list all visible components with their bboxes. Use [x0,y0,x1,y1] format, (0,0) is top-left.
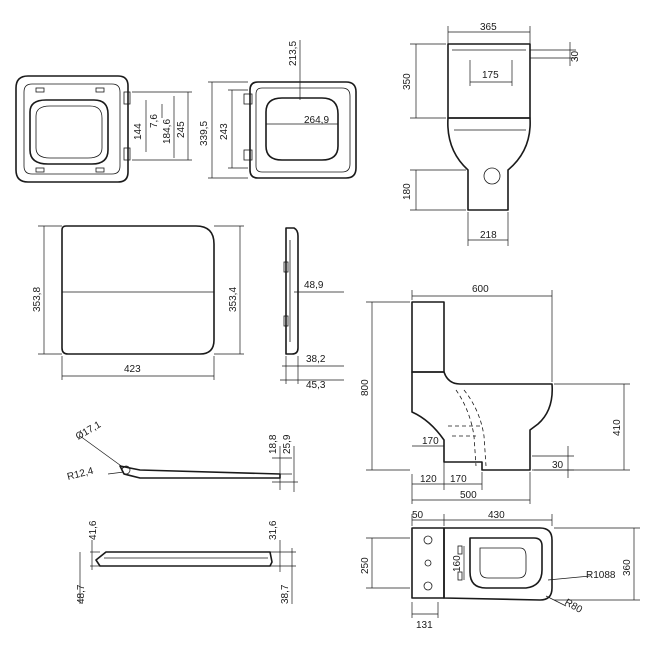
dim-353-4-label: 353,4 [228,287,239,312]
dim-18-8-label: 18,8 [268,434,279,454]
dim-500-label: 500 [460,490,477,501]
outlet-circle [483,167,501,185]
dim-144-label: 144 [133,123,144,140]
dim-184-6-label: 184,6 [162,119,173,144]
seat-underside-opening [265,97,339,161]
hinge-detail-view: Ø17,1 R12,4 18,8 25,9 [66,419,298,492]
dim-423-label: 423 [124,364,141,375]
seat-top-outline [15,75,129,183]
lid-side-view: 48,9 38,2 45,3 [280,227,344,391]
dim-600-label: 600 [472,284,489,295]
wc-front-view: 365 175 30 350 180 218 [402,22,581,246]
seat-underside-view: 339,5 243 213,5 264,9 [199,40,357,179]
seat-underside-outline [249,81,357,179]
dim-243-label: 243 [219,123,230,140]
dim-48-7-label: 48,7 [76,584,87,604]
dim-410-label: 410 [612,419,623,436]
dim-30-front-label: 30 [570,50,581,62]
dim-218-label: 218 [480,230,497,241]
dim-38-2-label: 38,2 [306,354,326,365]
hinge-pin [121,465,131,475]
pan-side [411,371,554,471]
seat-side-view: 41,6 48,7 31,6 38,7 [76,520,296,604]
trap-path [455,389,477,467]
dim-175-label: 175 [482,70,499,81]
dim-339-5-label: 339,5 [199,121,210,146]
dim-160-label: 160 [452,555,463,572]
dim-50-label: 50 [412,510,424,521]
hinge-seat-profile [119,465,281,479]
dim-7-6-label: 7,6 [149,114,160,128]
dim-360-label: 360 [622,559,633,576]
dim-264-9-label: 264,9 [304,115,329,126]
seat-side-profile [95,551,273,567]
dim-r12-4-label: R12,4 [66,466,95,483]
dim-350-label: 350 [402,73,413,90]
dim-430-label: 430 [488,510,505,521]
dim-r1088-label: R1088 [586,570,616,581]
pan-plan-bowl [469,537,543,589]
lid-side-outline [285,227,299,355]
dim-41-6-label: 41,6 [88,520,99,540]
wc-side-view: 600 800 410 170 120 170 30 500 [360,284,630,504]
cistern-side [411,301,445,373]
dim-30-side-label: 30 [552,460,564,471]
pan-plan-outline [443,527,553,601]
dim-38-7-label: 38,7 [280,584,291,604]
dim-245-label: 245 [176,121,187,138]
dim-170-lower-label: 170 [450,474,467,485]
dim-48-9-label: 48,9 [304,280,324,291]
cistern-plan [411,527,445,599]
dim-45-3-label: 45,3 [306,380,326,391]
dim-250-label: 250 [360,557,371,574]
lid-front-outline [61,225,215,355]
seat-top-view: 144 7,6 184,6 245 [15,75,192,183]
dim-213-5-label: 213,5 [288,41,299,66]
seat-top-opening [29,99,109,165]
lid-front-view: 353,8 353,4 423 [32,225,244,380]
dim-dia-17-1-label: Ø17,1 [74,419,103,442]
dim-120-label: 120 [420,474,437,485]
cistern-front [447,43,531,119]
dim-170-upper-label: 170 [422,436,439,447]
pan-front [447,117,531,211]
dim-800-label: 800 [360,379,371,396]
dim-131-label: 131 [416,620,433,631]
dim-180-label: 180 [402,183,413,200]
dim-25-9-label: 25,9 [282,434,293,454]
dim-365-label: 365 [480,22,497,33]
wc-plan-view: 50 430 250 160 R1088 360 R80 131 [360,510,640,631]
dim-31-6-label: 31,6 [268,520,279,540]
dim-353-8-label: 353,8 [32,287,43,312]
